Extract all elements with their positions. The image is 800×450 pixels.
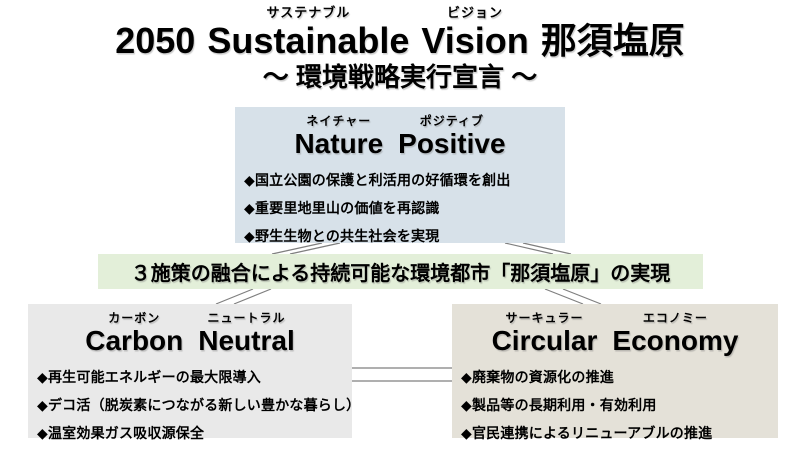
goal-band: ３施策の融合による持続可能な環境都市「那須塩原」の実現 (98, 254, 703, 289)
bullet-item: ◆廃棄物の資源化の推進 (461, 369, 614, 385)
title-prefix: 2050 (115, 20, 196, 61)
title-suffix: 那須塩原 (540, 20, 685, 61)
connector-band-cn-2 (233, 288, 272, 305)
page-subtitle: ～ 環境戦略実行宣言 ～ (262, 62, 538, 92)
connector-np-band-left-1 (271, 242, 323, 255)
title-word-sustainable: サステナブル Sustainable (207, 5, 409, 61)
bullet-item: ◆重要里地里山の価値を再認識 (244, 200, 440, 216)
connector-np-band-left-2 (289, 242, 341, 255)
bullet-item: ◆デコ活（脱炭素につながる新しい豊かな暮らし） (37, 397, 361, 413)
bullet-item: ◆国立公園の保護と利活用の好循環を創出 (244, 172, 511, 188)
word-neutral: ニュートラル Neutral (198, 311, 294, 356)
word-positive: ポジティブ Positive (398, 114, 505, 159)
connector-np-band-right-1 (504, 242, 554, 255)
bullet-item: ◆温室効果ガス吸収源保全 (37, 425, 205, 441)
circular-economy-box: サーキュラー Circular エコノミー Economy ◆廃棄物の資源化の推… (452, 304, 778, 441)
title-word-vision-text: Vision (421, 20, 529, 61)
circular-economy-title: サーキュラー Circular エコノミー Economy (452, 311, 778, 356)
word-carbon: カーボン Carbon (85, 311, 183, 356)
connector-band-cn-1 (215, 288, 254, 305)
circular-economy-bullets: ◆廃棄物の資源化の推進 ◆製品等の長期利用・有効利用 ◆官民連携によるリニューア… (452, 363, 778, 447)
page-title: 2050 サステナブル Sustainable ビジョン Vision 那須塩原 (0, 5, 800, 61)
furigana-positive: ポジティブ (419, 114, 484, 128)
bullet-item: ◆再生可能エネルギーの最大限導入 (37, 369, 261, 385)
word-carbon-text: Carbon (85, 325, 184, 356)
title-word-vision: ビジョン Vision (421, 5, 528, 61)
word-economy-text: Economy (612, 325, 739, 356)
carbon-neutral-box: カーボン Carbon ニュートラル Neutral ◆再生可能エネルギーの最大… (28, 304, 360, 441)
bullet-item: ◆製品等の長期利用・有効利用 (461, 397, 657, 413)
word-circular: サーキュラー Circular (492, 311, 598, 356)
word-positive-text: Positive (398, 128, 506, 159)
connector-np-band-right-2 (522, 242, 572, 255)
bullet-item: ◆官民連携によるリニューアブルの推進 (461, 425, 713, 441)
connector-band-ce-2 (562, 288, 602, 305)
carbon-neutral-bullets: ◆再生可能エネルギーの最大限導入 ◆デコ活（脱炭素につながる新しい豊かな暮らし）… (28, 363, 361, 447)
nature-positive-box: ネイチャー Nature ポジティブ Positive ◆国立公園の保護と利活用… (235, 107, 565, 244)
carbon-neutral-title: カーボン Carbon ニュートラル Neutral (28, 311, 352, 356)
word-circular-text: Circular (491, 325, 598, 356)
furigana-sustainable: サステナブル (266, 5, 351, 20)
page-header: 2050 サステナブル Sustainable ビジョン Vision 那須塩原… (0, 5, 800, 92)
title-word-sustainable-text: Sustainable (207, 20, 410, 61)
furigana-circular: サーキュラー (505, 311, 584, 325)
furigana-vision: ビジョン (447, 5, 504, 20)
furigana-carbon: カーボン (108, 311, 161, 325)
furigana-economy: エコノミー (642, 311, 708, 325)
furigana-neutral: ニュートラル (207, 311, 286, 325)
word-economy: エコノミー Economy (612, 311, 738, 356)
bullet-item: ◆野生生物との共生社会を実現 (244, 228, 440, 244)
word-nature-text: Nature (294, 128, 384, 159)
connector-band-ce-1 (544, 288, 584, 305)
nature-positive-bullets: ◆国立公園の保護と利活用の好循環を創出 ◆重要里地里山の価値を再認識 ◆野生生物… (235, 166, 565, 250)
nature-positive-title: ネイチャー Nature ポジティブ Positive (235, 114, 565, 159)
word-neutral-text: Neutral (198, 325, 295, 356)
furigana-nature: ネイチャー (306, 114, 372, 128)
word-nature: ネイチャー Nature (294, 114, 383, 159)
